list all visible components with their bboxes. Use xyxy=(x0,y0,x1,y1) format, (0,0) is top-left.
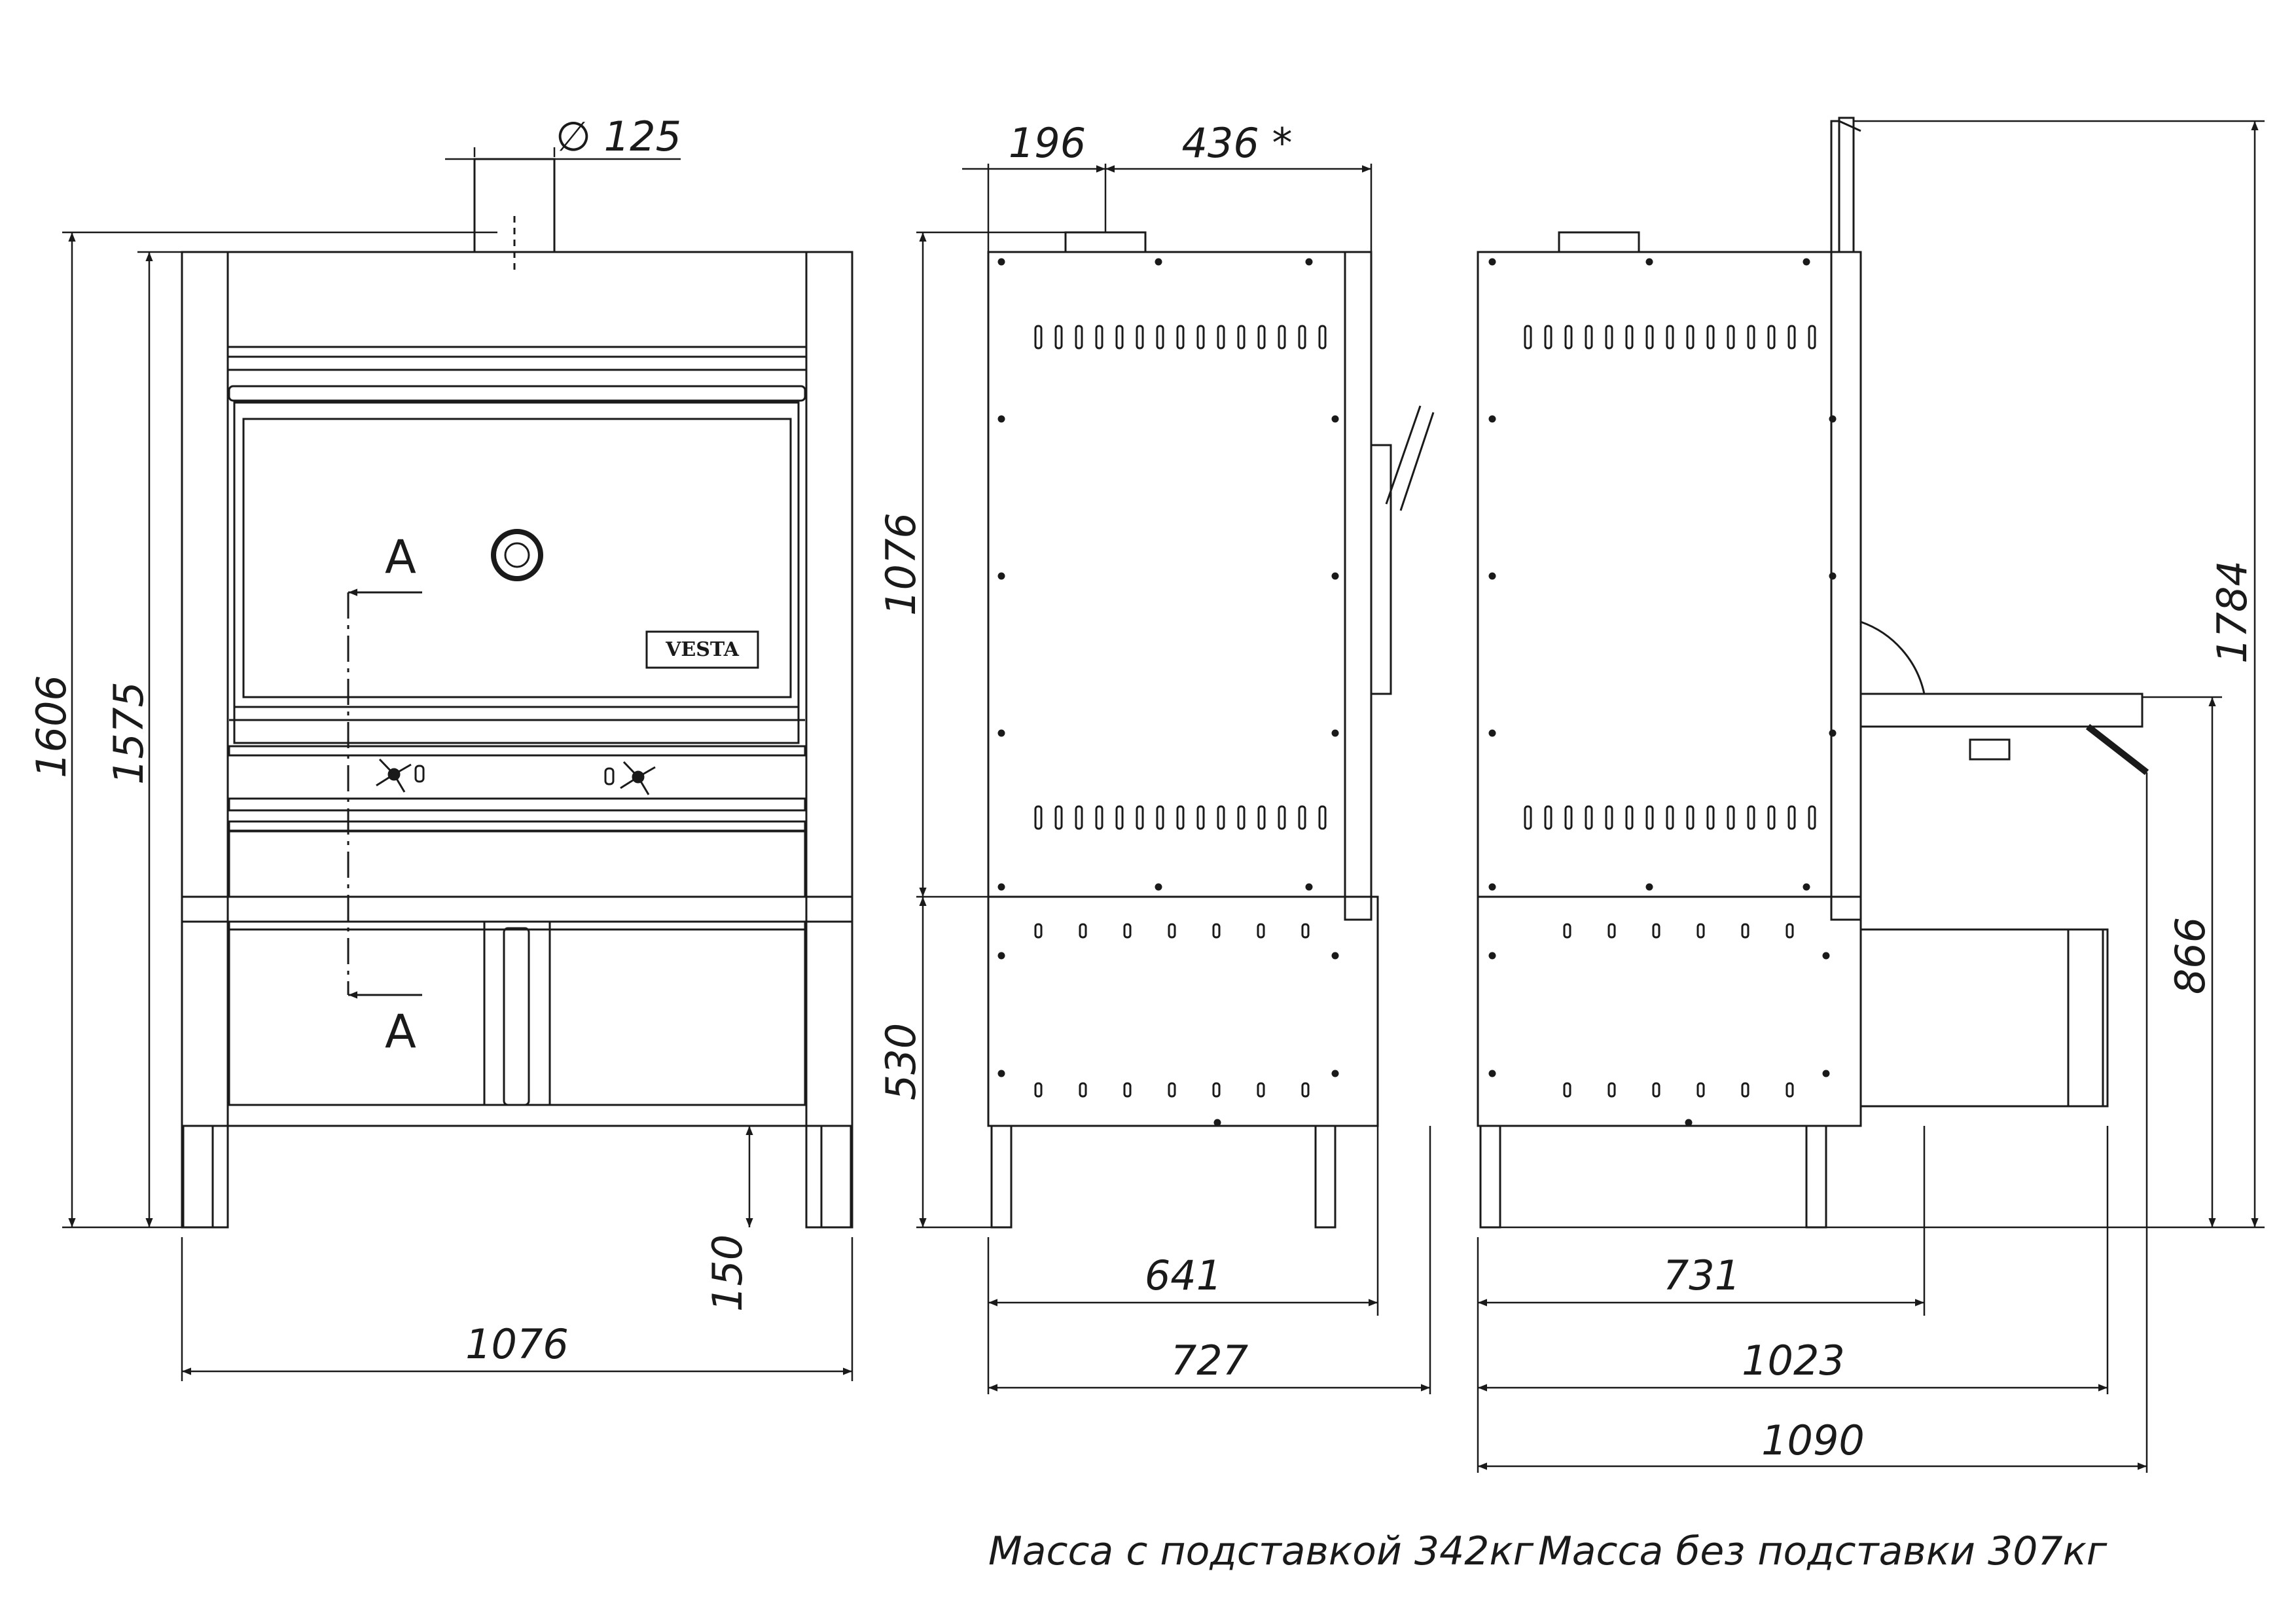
front-leg-left xyxy=(182,1125,214,1229)
dim-side-stand-height: 530 xyxy=(877,1023,925,1100)
dim-side-flue-offset: 196 xyxy=(1009,119,1086,167)
side-flue-pipe xyxy=(1064,231,1147,253)
air-vent-fan-icon-left xyxy=(376,758,425,793)
side-body xyxy=(987,251,1346,898)
front-leg-right xyxy=(820,1125,852,1229)
note-mass-with-stand: Масса с подставкой 342кг xyxy=(988,1528,1534,1574)
stand-frame xyxy=(228,920,806,1106)
note-mass-without-stand: Масса без подставки 307кг xyxy=(1538,1528,2108,1574)
top-hood xyxy=(226,251,808,348)
dimension-lines xyxy=(62,120,2265,1473)
dim-leg-height: 150 xyxy=(704,1235,751,1312)
dim-side-upper-height: 1076 xyxy=(877,513,925,616)
vent-slots xyxy=(997,258,1837,1127)
front-view xyxy=(181,158,853,1229)
firebox-door-frame xyxy=(233,401,800,744)
rear-body xyxy=(1477,251,1833,898)
right-column xyxy=(805,251,853,1229)
rear-view xyxy=(1477,117,2149,1229)
dim-front-height-total: 1606 xyxy=(27,675,75,778)
rear-stand xyxy=(1477,895,1862,1127)
side-stand xyxy=(987,895,1379,1127)
dim-front-height-body: 1575 xyxy=(105,681,152,785)
warming-tray xyxy=(1859,693,2144,728)
air-vent-fan-icon-right xyxy=(604,761,656,795)
flue-pipe xyxy=(473,158,556,253)
dim-side-body-depth: 641 xyxy=(1145,1252,1222,1299)
dim-right-body-depth: 731 xyxy=(1663,1252,1740,1299)
dim-right-depth-tray: 1023 xyxy=(1742,1337,1845,1384)
firebox-door[interactable] xyxy=(242,418,792,698)
dim-front-width: 1076 xyxy=(465,1320,569,1368)
section-label-top: A xyxy=(385,530,416,584)
side-view xyxy=(987,231,1435,1229)
dim-right-tray-height: 866 xyxy=(2166,917,2214,994)
left-column xyxy=(181,251,229,1229)
stand-top xyxy=(181,895,853,923)
stand-door-handle[interactable] xyxy=(503,927,530,1106)
thermometer-icon xyxy=(491,529,543,581)
dim-side-total-depth: 727 xyxy=(1171,1337,1248,1384)
dim-right-depth-total: 1090 xyxy=(1761,1416,1865,1464)
brand-plate xyxy=(645,630,759,669)
brand-name: VESTA xyxy=(665,638,739,661)
dim-side-flue-to-back: 436 * xyxy=(1181,119,1292,167)
dim-right-total-height: 1784 xyxy=(2208,560,2256,664)
ash-drawer[interactable] xyxy=(1859,928,2104,1108)
dim-flue-diameter: ∅ 125 xyxy=(556,113,681,160)
section-label-bottom: A xyxy=(385,1005,416,1058)
